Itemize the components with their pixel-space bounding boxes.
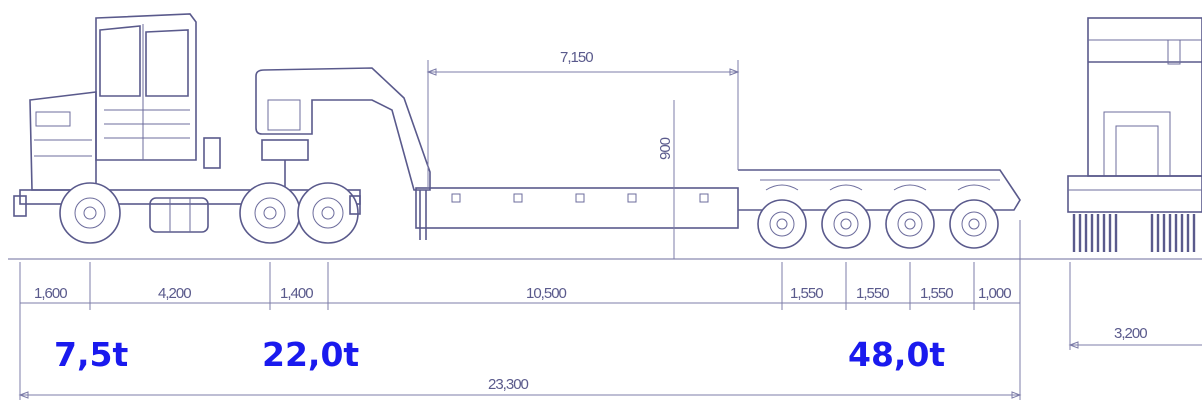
rear-view-deck: [1067, 175, 1202, 213]
rear-view: [1067, 17, 1202, 252]
dim-width: 3,200: [1068, 325, 1202, 349]
lowbed-trailer: [255, 67, 1021, 249]
load-front-axle: 7,5t: [54, 335, 128, 374]
gooseneck: [255, 67, 431, 191]
rear-view-wheels: [1072, 214, 1196, 252]
dim-width-label: 3,200: [1114, 325, 1147, 342]
front-bumper: [13, 195, 27, 217]
dim-segment-row: 1,600 4,200 1,400 10,500 1,550 1,550 1,5…: [20, 285, 1020, 304]
fifth-wheel: [261, 139, 309, 161]
cab-window: [99, 25, 141, 97]
dim-deck-height: 900: [657, 100, 675, 259]
rear-view-cab: [1087, 17, 1202, 177]
dim-gooseneck-to-axles: 10,500: [526, 285, 567, 302]
headlight: [35, 111, 71, 127]
dim-deck-length: 7,150: [426, 49, 740, 188]
front-wheel: [59, 182, 121, 244]
dim-axle-spacing-1: 1,550: [790, 285, 823, 302]
dim-tractor-wheelbase: 4,200: [158, 285, 191, 302]
dim-total-length: 23,300: [18, 376, 1022, 399]
lowbed-deck: [415, 187, 739, 229]
load-drive-axles: 22,0t: [262, 335, 359, 374]
load-trailer-axles: 48,0t: [848, 335, 945, 374]
dim-tandem-spacing: 1,400: [280, 285, 313, 302]
trailer-axle-2: [821, 199, 871, 249]
trailer-axle-4: [949, 199, 999, 249]
tractor-unit: [13, 13, 361, 244]
drive-wheel-2: [297, 182, 359, 244]
tractor-hood: [29, 91, 97, 191]
dim-axle-spacing-2: 1,550: [856, 285, 889, 302]
drive-wheel-1: [239, 182, 301, 244]
exhaust-box: [203, 137, 221, 169]
rear-light: [349, 195, 361, 215]
deck-holes: [451, 193, 709, 203]
dim-extension-lines: [19, 220, 1071, 400]
dim-rear-overhang: 1,000: [978, 285, 1011, 302]
dim-deck-height-label: 900: [657, 137, 674, 160]
trailer-axle-1: [757, 199, 807, 249]
dim-total-length-label: 23,300: [488, 376, 529, 393]
dim-axle-spacing-3: 1,550: [920, 285, 953, 302]
cab-door-window: [145, 29, 189, 97]
trailer-axle-3: [885, 199, 935, 249]
fuel-tank: [149, 197, 209, 233]
dim-deck-length-label: 7,150: [560, 49, 593, 66]
dim-front-overhang: 1,600: [34, 285, 67, 302]
